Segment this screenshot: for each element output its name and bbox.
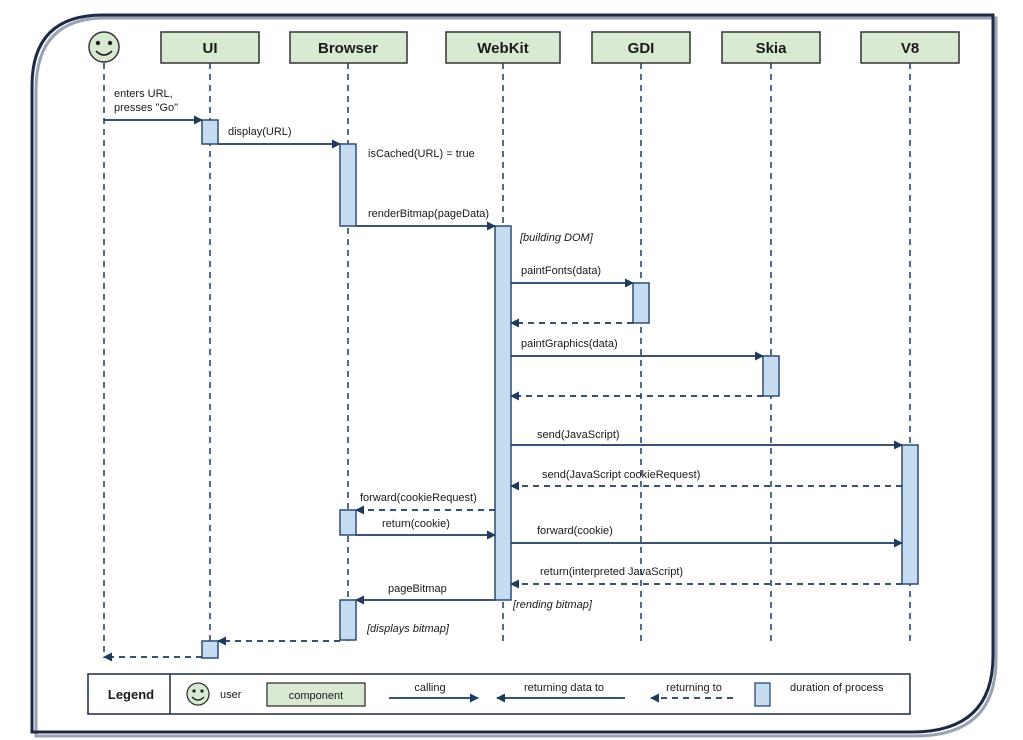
activation-bar — [632, 282, 650, 324]
diagram-frame — [30, 13, 995, 734]
message-label: send(JavaScript) — [537, 429, 620, 441]
activation-bar — [339, 509, 357, 536]
process-note: [building DOM] — [519, 232, 594, 244]
activation-bar — [201, 119, 219, 145]
participant-label: V8 — [901, 40, 919, 57]
activation-bar — [494, 225, 512, 601]
message-label: forward(cookieRequest) — [360, 492, 477, 504]
legend-component-label: component — [289, 690, 343, 702]
participant-label: Skia — [756, 40, 788, 57]
participant-ui: UI — [160, 31, 260, 64]
legend-returning-label: returning to — [666, 682, 722, 694]
legend-title: Legend — [108, 687, 154, 702]
activation-bar — [762, 355, 780, 397]
legend-smiley-icon — [186, 682, 210, 706]
process-note: [displays bitmap] — [366, 623, 450, 635]
participant-gdi: GDI — [591, 31, 691, 64]
legend-calling-label: calling — [414, 682, 445, 694]
frame-shadow — [34, 16, 998, 738]
process-note: [rending bitmap] — [512, 599, 593, 611]
legend-returning-data-label: returning data to — [524, 682, 604, 694]
message-label: forward(cookie) — [537, 525, 613, 537]
message-label: pageBitmap — [388, 583, 447, 595]
activation-bar — [339, 599, 357, 641]
legend-duration-label: duration of process — [790, 682, 884, 694]
message-label: isCached(URL) = true — [368, 148, 475, 160]
message-label: send(JavaScript cookieRequest) — [542, 469, 700, 481]
smiley-face-icon — [88, 31, 120, 63]
legend-user-label: user — [220, 689, 242, 701]
participant-label: UI — [203, 40, 218, 57]
legend: Legend user component calling returning … — [87, 673, 911, 715]
legend-activation-box — [754, 682, 771, 707]
message-label: display(URL) — [228, 126, 292, 138]
activation-bar — [901, 444, 919, 585]
legend-component-box — [266, 682, 366, 707]
message-label: renderBitmap(pageData) — [368, 208, 489, 220]
participant-label: Browser — [318, 40, 378, 57]
message-label: paintGraphics(data) — [521, 338, 618, 350]
participant-browser: Browser — [289, 31, 408, 64]
participant-label: WebKit — [477, 40, 528, 57]
participant-v8: V8 — [860, 31, 960, 64]
activation-bar — [339, 143, 357, 227]
message-label: paintFonts(data) — [521, 265, 601, 277]
message-label: presses "Go" — [114, 102, 178, 114]
message-label: return(interpreted JavaScript) — [540, 566, 683, 578]
participant-skia: Skia — [721, 31, 821, 64]
activation-bar — [201, 640, 219, 659]
participant-webkit: WebKit — [445, 31, 561, 64]
participant-label: GDI — [628, 40, 655, 57]
message-label: enters URL, — [114, 88, 173, 100]
message-label: return(cookie) — [382, 518, 450, 530]
